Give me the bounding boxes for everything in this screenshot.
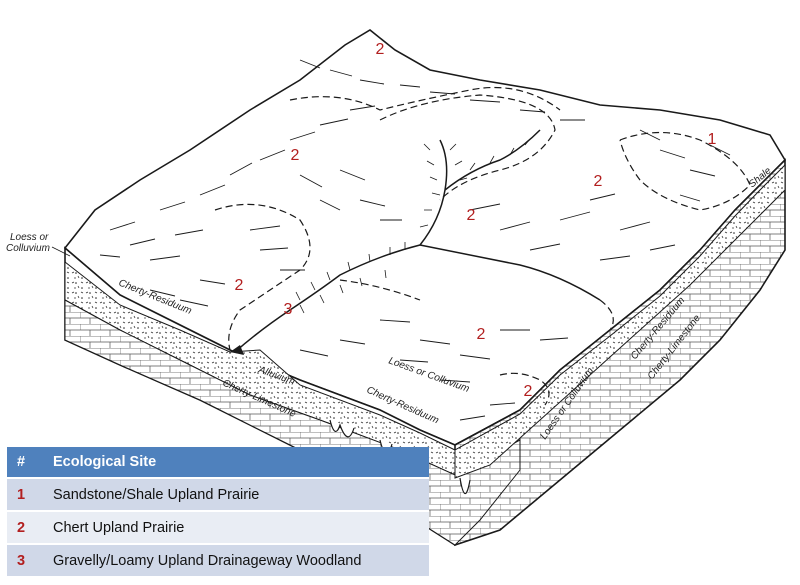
legend-row-label: Chert Upland Prairie <box>43 510 429 544</box>
surface-hatching <box>99 59 731 421</box>
legend-row: 3 Gravelly/Loamy Upland Drainageway Wood… <box>7 543 429 576</box>
site-label: 2 <box>235 277 244 294</box>
site-label: 2 <box>467 207 476 224</box>
legend-row-label: Sandstone/Shale Upland Prairie <box>43 477 429 511</box>
legend-row: 1 Sandstone/Shale Upland Prairie <box>7 477 429 511</box>
site-label: 2 <box>524 383 533 400</box>
legend-header-title: Ecological Site <box>43 447 429 478</box>
legend-row-number: 1 <box>7 477 43 511</box>
site-label: 3 <box>284 301 293 318</box>
legend-row: 2 Chert Upland Prairie <box>7 510 429 544</box>
legend-header-num: # <box>7 447 43 478</box>
legend-table: # Ecological Site 1 Sandstone/Shale Upla… <box>7 447 429 576</box>
legend-header: # Ecological Site <box>7 447 429 478</box>
site-label: 2 <box>477 326 486 343</box>
site-label: 2 <box>291 147 300 164</box>
legend-row-number: 2 <box>7 510 43 544</box>
site-label: 2 <box>376 41 385 58</box>
site-label: 1 <box>708 131 717 148</box>
legend-row-label: Gravelly/Loamy Upland Drainageway Woodla… <box>43 543 429 576</box>
site-label: 2 <box>594 173 603 190</box>
legend-row-number: 3 <box>7 543 43 576</box>
